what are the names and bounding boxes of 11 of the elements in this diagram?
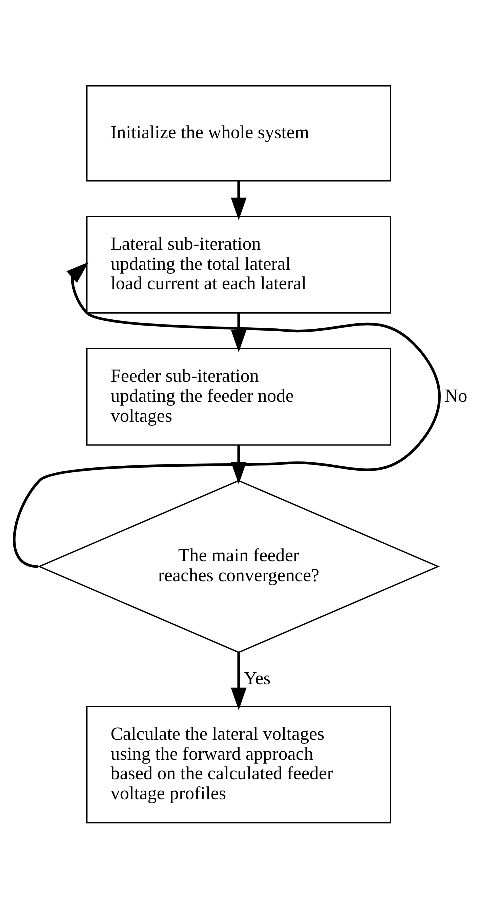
node-box: Calculate the lateral voltages using the forward approach based on the calculated feeder voltage profiles	[86, 706, 391, 824]
node-diamond: The main feeder reaches convergence?	[37, 480, 440, 654]
node-box: Lateral sub-iteration updating the total lateral load current at each lateral	[86, 216, 391, 314]
edge-label: Yes	[244, 668, 270, 689]
arrow	[230, 313, 246, 352]
node-box: Initialize the whole system	[86, 85, 391, 182]
arrow	[230, 181, 246, 220]
arrow	[230, 652, 246, 710]
edge-label: No	[444, 386, 467, 406]
node-box: Feeder sub-iteration updating the feeder node voltages	[86, 348, 391, 446]
arrow	[12, 262, 441, 568]
